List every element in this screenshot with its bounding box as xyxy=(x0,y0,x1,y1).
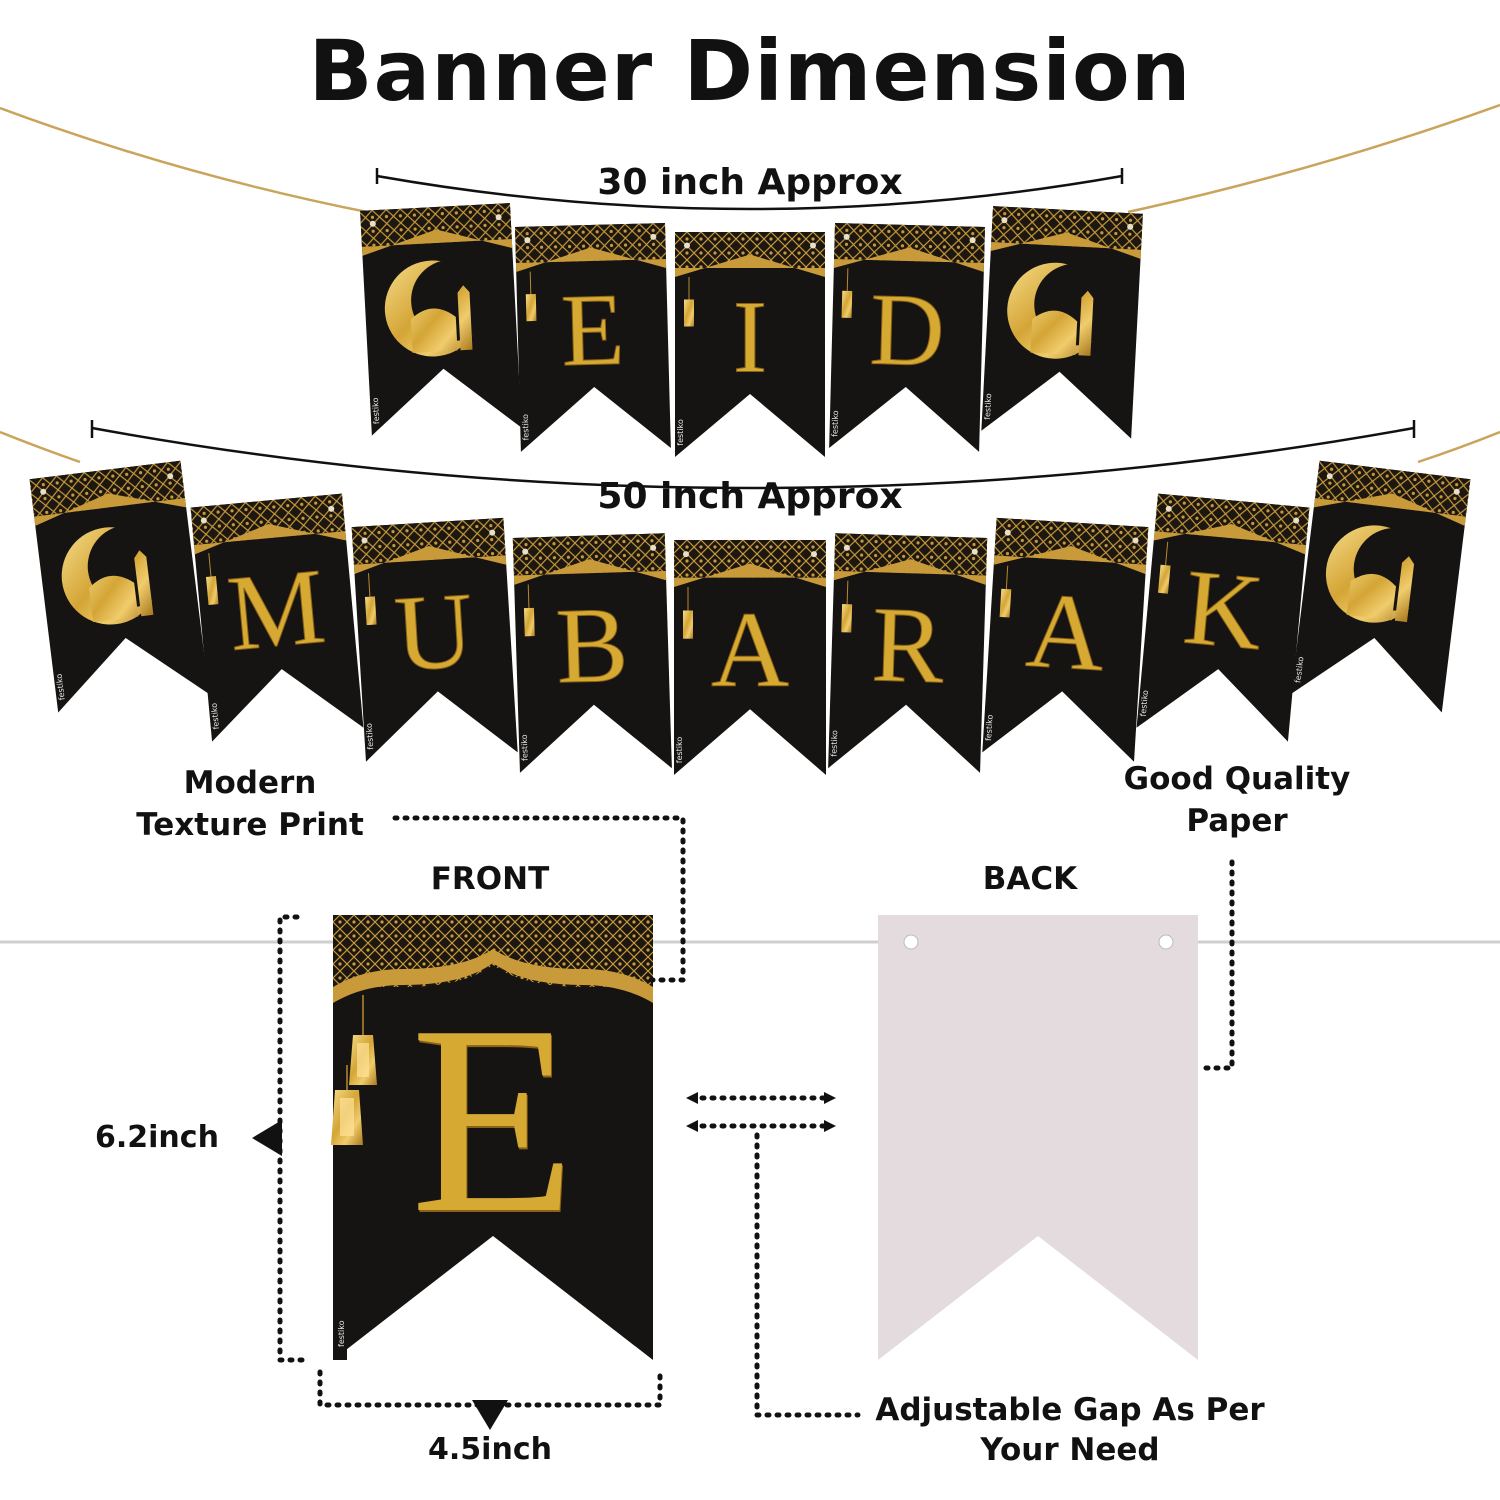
lantern-icon xyxy=(683,610,693,639)
mubarak-letter-3: B xyxy=(554,585,630,706)
mosque-icon xyxy=(88,550,154,623)
eid-flag-0: festiko xyxy=(360,203,522,436)
svg-text:festiko: festiko xyxy=(983,393,993,420)
paper-callout-line-1: Good Quality xyxy=(1123,761,1351,797)
mubarak-letter-6: A xyxy=(1023,571,1108,695)
svg-text:festiko: festiko xyxy=(365,723,376,750)
lantern-icon xyxy=(364,596,377,626)
lantern-icon xyxy=(205,576,219,606)
eid-letter-3: D xyxy=(868,273,946,389)
lantern-icon xyxy=(1157,564,1171,594)
texture-callout-line-2: Texture Print xyxy=(136,807,364,843)
gap-callout: Adjustable Gap As Per Your Need xyxy=(865,1390,1275,1470)
svg-text:festiko: festiko xyxy=(371,397,381,424)
front-flag-letter: E xyxy=(410,970,576,1269)
eid-flag-4: festiko xyxy=(981,206,1143,439)
svg-text:festiko: festiko xyxy=(984,714,995,741)
mosque-icon xyxy=(1346,556,1415,623)
height-bracket xyxy=(277,914,313,1363)
mosque-icon xyxy=(1030,290,1094,356)
svg-text:festiko: festiko xyxy=(55,673,67,701)
svg-text:festiko: festiko xyxy=(676,419,685,446)
front-heading: FRONT xyxy=(430,861,550,897)
svg-text:festiko: festiko xyxy=(830,410,840,437)
front-flag-letter-box: E xyxy=(333,915,653,1360)
lantern-icon xyxy=(523,607,535,637)
mubarak-letter-5: R xyxy=(870,585,946,706)
gap-callout-line-2: Your Need xyxy=(980,1432,1160,1468)
mubarak-letter-2: U xyxy=(392,571,477,695)
back-heading: BACK xyxy=(982,861,1078,897)
mubarak-flag-8: festiko xyxy=(1290,460,1471,713)
width-measurement: 4.5inch xyxy=(428,1432,552,1467)
gap-callout-line-1: Adjustable Gap As Per xyxy=(875,1392,1265,1428)
height-arrow xyxy=(252,1120,282,1156)
svg-text:festiko: festiko xyxy=(829,730,839,757)
mubarak-letter-4: A xyxy=(711,591,789,710)
paper-callout-line-2: Paper xyxy=(1186,803,1288,839)
string-mid-right xyxy=(1417,430,1500,464)
back-flag xyxy=(878,915,1198,1360)
lantern-icon xyxy=(841,604,853,633)
string-mid-left xyxy=(0,430,81,464)
svg-text:festiko: festiko xyxy=(520,734,530,761)
svg-text:festiko: festiko xyxy=(337,1320,346,1347)
svg-text:festiko: festiko xyxy=(210,702,221,729)
mubarak-banner: festikoMfestikoUfestikoBfestikoAfestikoR… xyxy=(29,460,1471,775)
front-flag: festiko xyxy=(331,915,653,1360)
paper-leader xyxy=(1202,859,1235,1071)
texture-callout-line-1: Modern xyxy=(183,765,317,801)
string-top-right xyxy=(1127,103,1500,214)
paper-callout: Good Quality Paper xyxy=(1100,758,1374,842)
mosque-icon xyxy=(410,285,473,353)
width-arrow xyxy=(472,1400,508,1430)
lantern-icon xyxy=(525,293,537,322)
mubarak-letter-1: M xyxy=(223,547,330,674)
dimension-arc-50 xyxy=(91,426,1415,490)
mubarak-letter-7: K xyxy=(1179,548,1268,674)
lantern-icon xyxy=(999,588,1012,618)
lantern-icon xyxy=(684,299,694,327)
page-title: Banner Dimension xyxy=(308,22,1192,120)
svg-text:festiko: festiko xyxy=(1139,690,1150,717)
mubarak-flag-0: festiko xyxy=(29,460,210,713)
texture-leader xyxy=(392,815,686,983)
svg-text:festiko: festiko xyxy=(1293,656,1305,684)
dimension-arc-30 xyxy=(376,174,1123,211)
eid-letter-2: I xyxy=(733,281,767,395)
svg-text:festiko: festiko xyxy=(675,737,684,764)
svg-text:festiko: festiko xyxy=(521,414,531,441)
eid-letter-1: E xyxy=(560,273,626,389)
string-top-left xyxy=(0,106,373,215)
texture-callout: Modern Texture Print xyxy=(120,762,380,846)
gap-leader xyxy=(754,1132,861,1418)
dimension-label-50: 50 inch Approx xyxy=(597,476,903,517)
lantern-icon xyxy=(841,290,853,319)
height-measurement: 6.2inch xyxy=(95,1120,219,1155)
dimension-label-30: 30 inch Approx xyxy=(597,162,903,203)
